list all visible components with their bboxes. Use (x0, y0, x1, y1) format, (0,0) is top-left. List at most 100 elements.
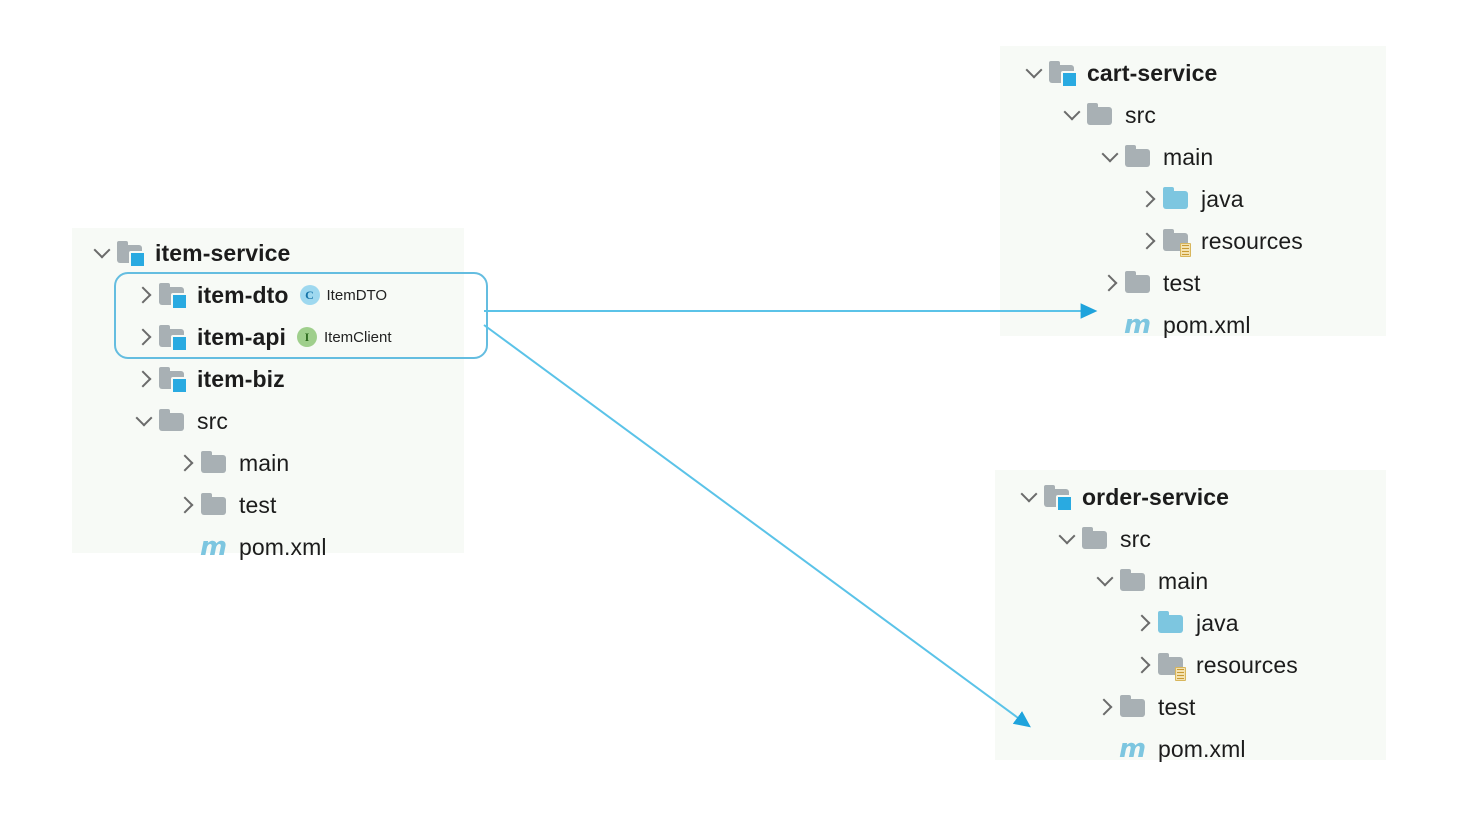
tree-row[interactable]: java (1008, 178, 1386, 220)
tree-row[interactable]: main (1003, 560, 1386, 602)
module-folder-icon (1048, 60, 1078, 88)
folder-icon (1119, 568, 1149, 594)
interface-icon: I (296, 327, 317, 347)
java-folder-icon (1157, 610, 1187, 636)
tree-row[interactable]: src (1003, 518, 1386, 560)
tree-row-label: main (239, 449, 290, 476)
maven-icon: m (200, 532, 228, 562)
tree-row-label: main (1163, 143, 1214, 170)
module-badge-icon (1061, 71, 1078, 88)
chevron-placeholder (1098, 312, 1124, 338)
tree-row-label: pom.xml (239, 533, 327, 560)
folder-icon (158, 408, 188, 434)
chevron-down-icon[interactable] (1017, 484, 1043, 510)
chevron-down-icon[interactable] (90, 240, 116, 266)
tree-row-label: test (1158, 693, 1196, 720)
tree-row[interactable]: test (1008, 262, 1386, 304)
chevron-right-icon[interactable] (174, 450, 200, 476)
chevron-down-icon[interactable] (1093, 568, 1119, 594)
module-badge-icon (171, 293, 188, 310)
resources-folder-icon (1157, 652, 1187, 681)
chevron-down-icon[interactable] (1060, 102, 1086, 128)
tree-row-label: java (1196, 609, 1239, 636)
type-chip-label: ItemDTO (326, 286, 388, 304)
tree-row[interactable]: src (80, 400, 464, 442)
type-chip-label: ItemClient (323, 328, 392, 346)
module-folder-icon (1043, 484, 1073, 512)
chevron-right-icon[interactable] (132, 366, 158, 392)
chevron-down-icon[interactable] (1055, 526, 1081, 552)
tree-row-label: item-dto (197, 281, 289, 308)
chevron-right-icon[interactable] (174, 492, 200, 518)
java-folder-icon (1162, 186, 1192, 212)
resources-badge-icon (1175, 667, 1186, 681)
tree-row[interactable]: m pom.xml (80, 526, 464, 568)
chevron-placeholder (1093, 736, 1119, 762)
module-badge-icon (171, 377, 188, 394)
tree-row[interactable]: main (80, 442, 464, 484)
tree-row[interactable]: item-service (80, 232, 464, 274)
chevron-right-icon[interactable] (1098, 270, 1124, 296)
tree-row[interactable]: test (80, 484, 464, 526)
chevron-right-icon[interactable] (1136, 228, 1162, 254)
type-chip[interactable]: I ItemClient (296, 327, 392, 347)
module-folder-icon (158, 366, 188, 394)
tree-row[interactable]: test (1003, 686, 1386, 728)
tree-row-label: item-api (197, 323, 286, 350)
chevron-right-icon[interactable] (132, 324, 158, 350)
folder-icon (1119, 694, 1149, 720)
tree-row-label: src (1120, 525, 1151, 552)
tree-row[interactable]: order-service (1003, 476, 1386, 518)
tree-row[interactable]: item-dto C ItemDTO (80, 274, 464, 316)
tree-row[interactable]: src (1008, 94, 1386, 136)
item-service-tree: item-service item-dto C ItemDTO item-api I Ite… (72, 228, 464, 560)
folder-icon (1081, 526, 1111, 552)
folder-icon (1124, 144, 1154, 170)
tree-row-label: src (1125, 101, 1156, 128)
module-badge-icon (1056, 495, 1073, 512)
tree-row[interactable]: resources (1003, 644, 1386, 686)
tree-row[interactable]: m pom.xml (1003, 728, 1386, 770)
chevron-right-icon[interactable] (1131, 652, 1157, 678)
class-icon: C (299, 285, 320, 305)
tree-row[interactable]: item-api I ItemClient (80, 316, 464, 358)
folder-icon (200, 492, 230, 518)
resources-folder-icon (1162, 228, 1192, 257)
tree-row-label: resources (1196, 651, 1298, 678)
tree-row-label: main (1158, 567, 1209, 594)
maven-icon: m (1119, 734, 1147, 764)
tree-row-label: order-service (1082, 483, 1230, 510)
chevron-placeholder (174, 534, 200, 560)
chevron-right-icon[interactable] (132, 282, 158, 308)
tree-row[interactable]: java (1003, 602, 1386, 644)
module-folder-icon (158, 282, 188, 310)
tree-row[interactable]: main (1008, 136, 1386, 178)
module-badge-icon (171, 335, 188, 352)
chevron-down-icon[interactable] (1022, 60, 1048, 86)
chevron-down-icon[interactable] (132, 408, 158, 434)
tree-row[interactable]: item-biz (80, 358, 464, 400)
tree-row-label: item-service (155, 239, 291, 266)
chevron-right-icon[interactable] (1093, 694, 1119, 720)
connector-to-order-pom (483, 324, 1031, 728)
folder-icon (1124, 270, 1154, 296)
resources-badge-icon (1180, 243, 1191, 257)
folder-icon (200, 450, 230, 476)
tree-row-label: pom.xml (1158, 735, 1246, 762)
chevron-right-icon[interactable] (1131, 610, 1157, 636)
chevron-down-icon[interactable] (1098, 144, 1124, 170)
type-chip[interactable]: C ItemDTO (299, 285, 388, 305)
module-badge-icon (129, 251, 146, 268)
module-folder-icon (116, 240, 146, 268)
chevron-right-icon[interactable] (1136, 186, 1162, 212)
tree-row-label: test (239, 491, 277, 518)
module-folder-icon (158, 324, 188, 352)
tree-row[interactable]: resources (1008, 220, 1386, 262)
tree-row-label: java (1201, 185, 1244, 212)
tree-row[interactable]: cart-service (1008, 52, 1386, 94)
tree-row-label: resources (1201, 227, 1303, 254)
